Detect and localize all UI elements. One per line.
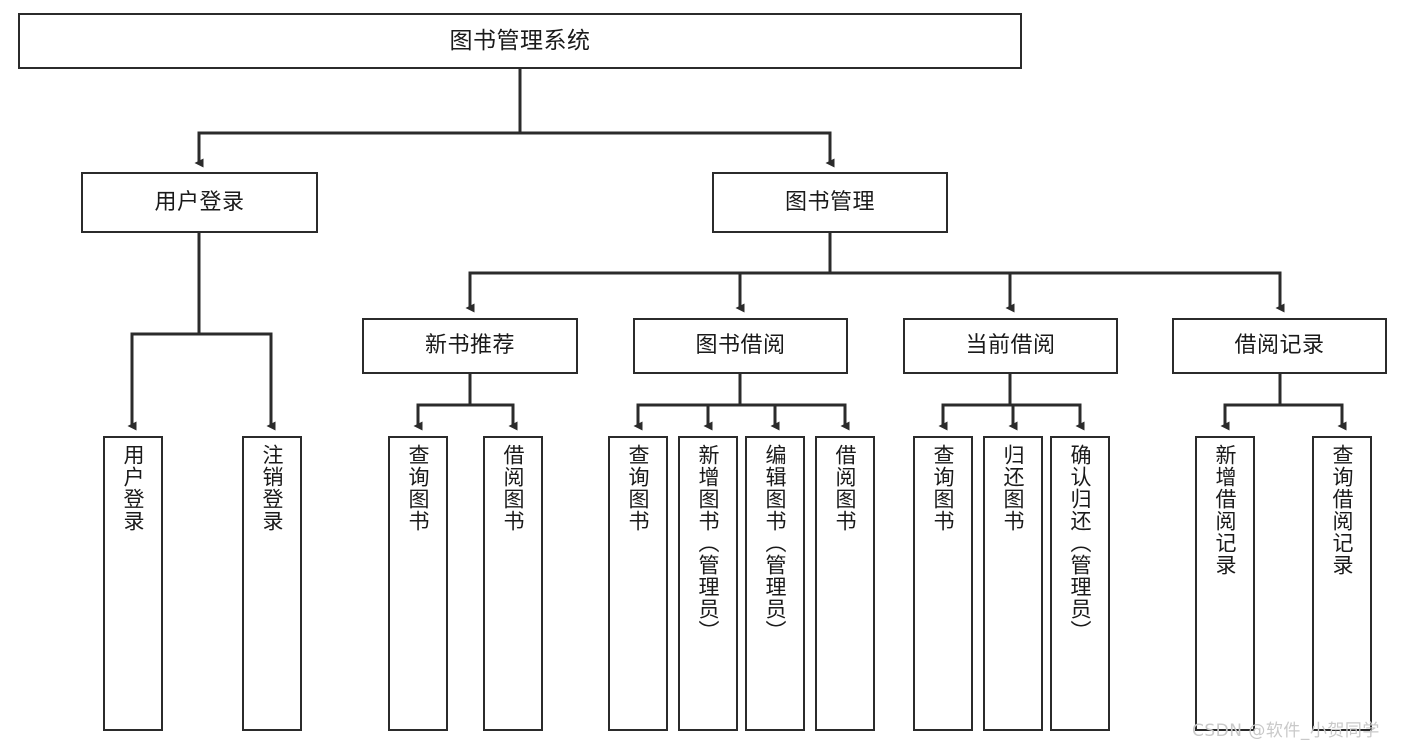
- node-new-book-recommend[interactable]: 新书推荐: [362, 318, 578, 374]
- node-leaf-query-borrow-record[interactable]: 查询借阅记录: [1312, 436, 1372, 731]
- node-leaf-query-book-2[interactable]: 查询图书: [608, 436, 668, 731]
- node-book-manage[interactable]: 图书管理: [712, 172, 948, 233]
- node-leaf-edit-book-admin[interactable]: 编辑图书（管理员）: [745, 436, 805, 731]
- node-book-borrow[interactable]: 图书借阅: [633, 318, 848, 374]
- node-leaf-borrow-book-2-label: 借阅图书: [833, 444, 858, 532]
- node-leaf-query-book-1-label: 查询图书: [406, 444, 431, 532]
- node-leaf-add-borrow-record-label: 新增借阅记录: [1213, 444, 1238, 576]
- node-leaf-query-book-3[interactable]: 查询图书: [913, 436, 973, 731]
- watermark-text: CSDN @软件_小贺同学: [1192, 721, 1380, 741]
- node-current-borrow-label: 当前借阅: [965, 333, 1056, 359]
- node-leaf-confirm-return-admin-label: 确认归还（管理员）: [1068, 444, 1093, 642]
- node-leaf-confirm-return-admin[interactable]: 确认归还（管理员）: [1050, 436, 1110, 731]
- node-leaf-query-book-3-label: 查询图书: [931, 444, 956, 532]
- node-leaf-add-book-admin[interactable]: 新增图书（管理员）: [678, 436, 738, 731]
- node-current-borrow[interactable]: 当前借阅: [903, 318, 1118, 374]
- node-leaf-user-login[interactable]: 用户登录: [103, 436, 163, 731]
- node-leaf-return-book[interactable]: 归还图书: [983, 436, 1043, 731]
- node-leaf-query-book-1[interactable]: 查询图书: [388, 436, 448, 731]
- node-borrow-record-label: 借阅记录: [1234, 333, 1325, 359]
- node-leaf-add-borrow-record[interactable]: 新增借阅记录: [1195, 436, 1255, 731]
- node-borrow-record[interactable]: 借阅记录: [1172, 318, 1387, 374]
- node-leaf-add-book-admin-label: 新增图书（管理员）: [696, 444, 721, 642]
- node-leaf-query-borrow-record-label: 查询借阅记录: [1330, 444, 1355, 576]
- node-root[interactable]: 图书管理系统: [18, 13, 1022, 69]
- node-user-login-label: 用户登录: [154, 189, 245, 215]
- node-book-borrow-label: 图书借阅: [695, 333, 786, 359]
- node-new-book-recommend-label: 新书推荐: [424, 333, 515, 359]
- node-leaf-user-login-label: 用户登录: [121, 444, 146, 532]
- node-leaf-borrow-book-2[interactable]: 借阅图书: [815, 436, 875, 731]
- node-leaf-edit-book-admin-label: 编辑图书（管理员）: [763, 444, 788, 642]
- node-root-label: 图书管理系统: [449, 27, 591, 54]
- node-leaf-logout-login-label: 注销登录: [260, 444, 285, 532]
- node-leaf-borrow-book-1[interactable]: 借阅图书: [483, 436, 543, 731]
- node-leaf-borrow-book-1-label: 借阅图书: [501, 444, 526, 532]
- node-book-manage-label: 图书管理: [784, 189, 875, 215]
- node-leaf-logout-login[interactable]: 注销登录: [242, 436, 302, 731]
- node-leaf-return-book-label: 归还图书: [1001, 444, 1026, 532]
- node-leaf-query-book-2-label: 查询图书: [626, 444, 651, 532]
- node-user-login[interactable]: 用户登录: [81, 172, 318, 233]
